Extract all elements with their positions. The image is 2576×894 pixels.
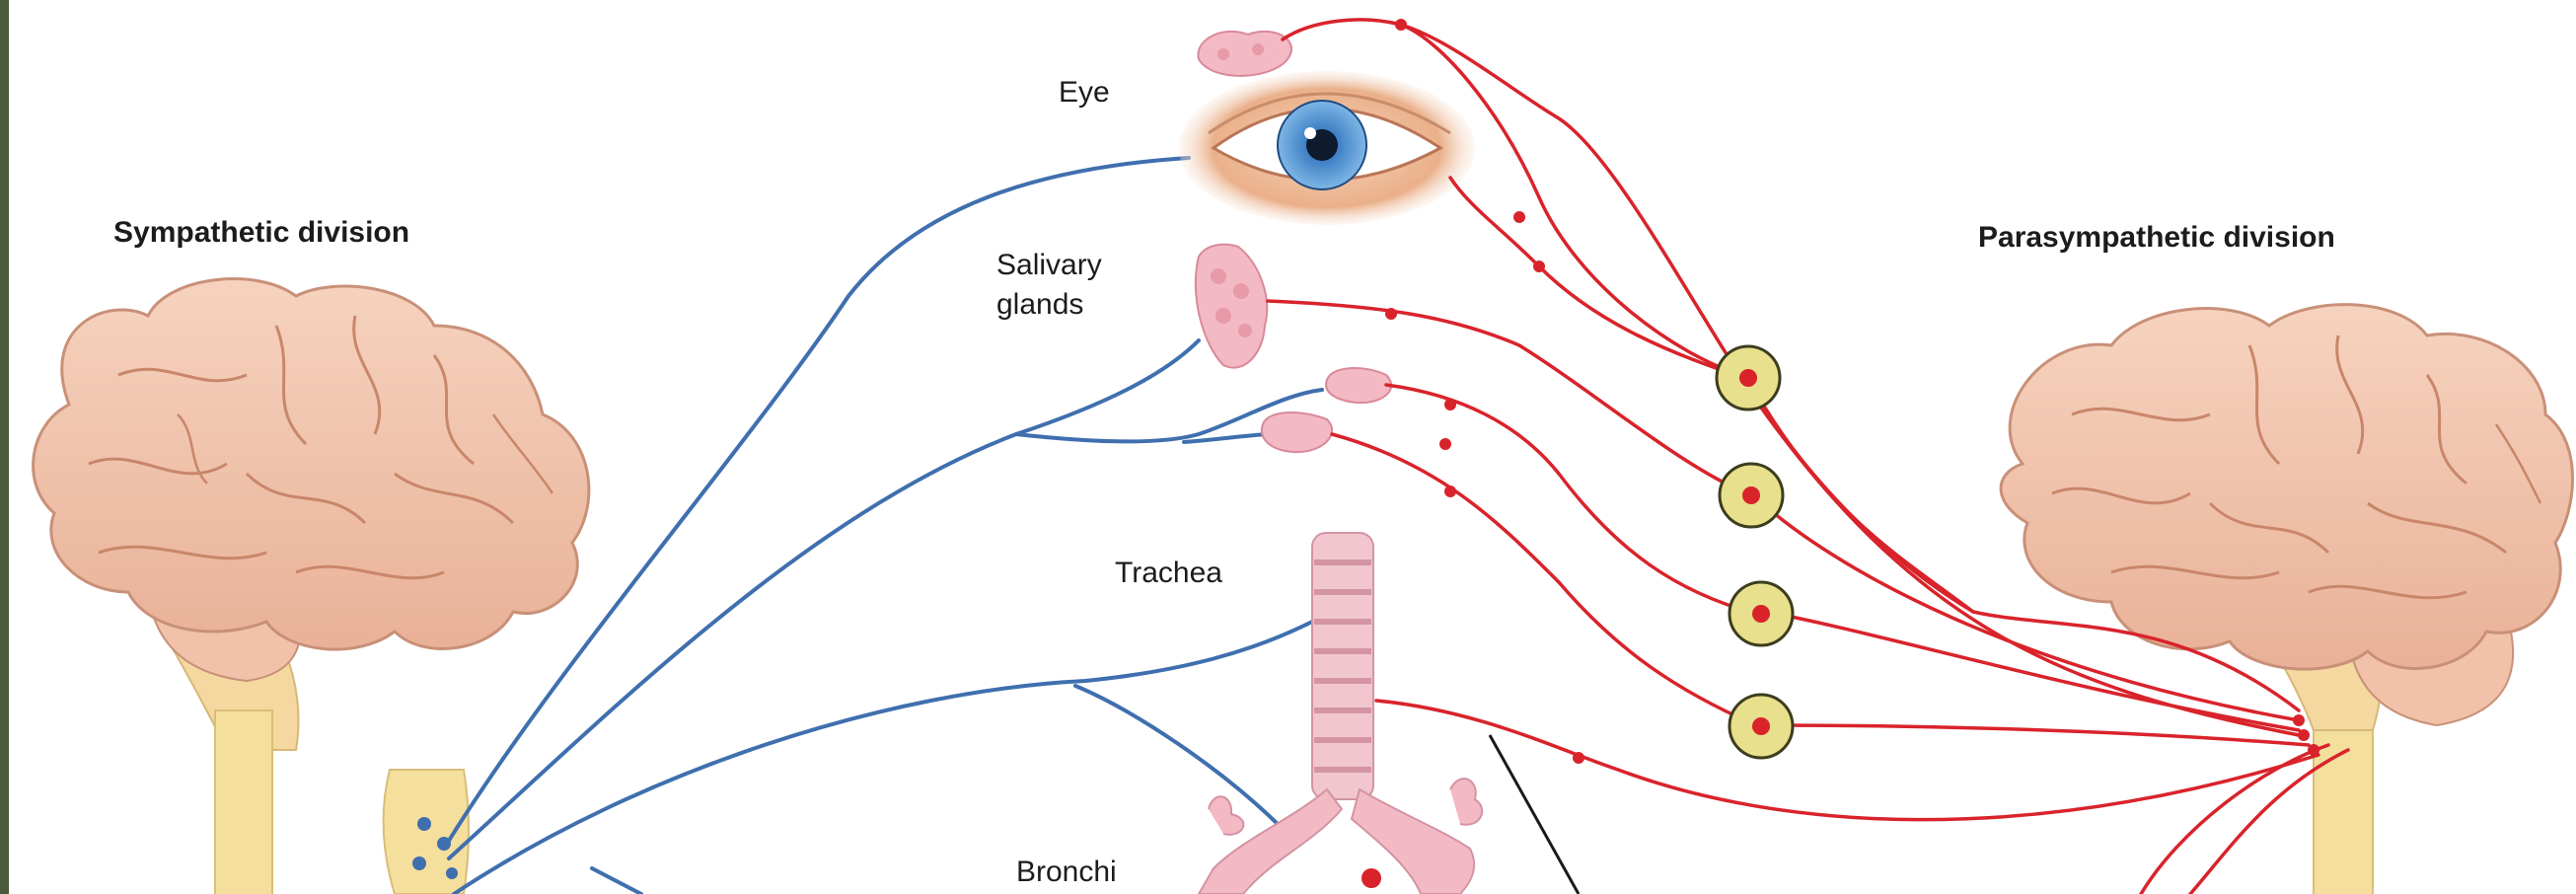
eye xyxy=(1179,71,1475,225)
red-nerve-trachea xyxy=(1376,701,2318,820)
blue-nerve-trachea xyxy=(454,622,1312,894)
eye-label: Eye xyxy=(1059,76,1110,109)
ganglion-1 xyxy=(1717,346,1780,410)
parasympathetic-division-label: Parasympathetic division xyxy=(1978,221,2335,254)
salivary-label-line2: glands xyxy=(996,288,1083,321)
eye-ganglion xyxy=(1198,32,1291,76)
left-cerebrum xyxy=(34,279,589,650)
salivary-gland-main xyxy=(1196,245,1267,368)
salivary-label-line1: Salivary xyxy=(996,249,1102,281)
red-nerve-ganglion-4-to-brain xyxy=(1776,725,2309,745)
parasympathetic-brain xyxy=(2001,305,2572,894)
red-nerve-ganglion-3-to-gland1 xyxy=(1386,385,1756,614)
ganglion-2 xyxy=(1720,464,1783,527)
salivary-glands xyxy=(1196,245,1391,452)
pointer-line xyxy=(1490,735,1579,894)
right-cerebrum xyxy=(2001,305,2572,669)
red-nerve-lower-2 xyxy=(2141,745,2328,894)
ganglion-3 xyxy=(1730,582,1793,645)
trachea-bronchi xyxy=(1199,533,1482,894)
ganglion-4 xyxy=(1730,695,1793,758)
left-edge-strip xyxy=(0,0,9,894)
sympathetic-division-label: Sympathetic division xyxy=(113,216,409,249)
trachea-label: Trachea xyxy=(1115,557,1222,589)
blue-nerve-lower xyxy=(592,868,641,894)
red-nerve-ganglion-4-to-gland2 xyxy=(1332,434,1756,725)
left-spinal-cord xyxy=(215,710,272,894)
red-nerve-eye-preganglionic-b xyxy=(1751,385,1973,612)
parasympathetic-ganglia xyxy=(1717,346,1793,758)
salivary-gland-small-2 xyxy=(1262,412,1332,452)
sympathetic-brain xyxy=(34,279,589,894)
bronchi-label: Bronchi xyxy=(1016,856,1117,888)
blue-nerve-salivary-gland xyxy=(1016,340,1199,434)
trachea-tube xyxy=(1312,533,1373,799)
blue-nerve-bronchi xyxy=(1075,686,1283,829)
salivary-gland-small-1 xyxy=(1326,368,1391,403)
